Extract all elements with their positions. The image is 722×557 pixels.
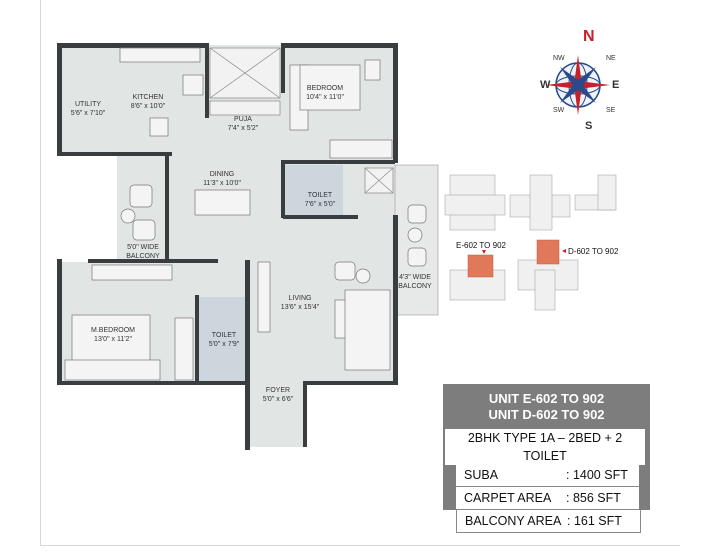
room-utility: UTILITY 5'6" x 7'10" [71, 100, 106, 118]
room-size: 7'6" x 5'0" [304, 201, 336, 208]
area-value: : 1400 SFT [566, 468, 628, 482]
room-living: LIVING 13'6" x 15'4" [281, 294, 319, 312]
room-size: 5'6" x 7'10" [70, 110, 106, 117]
page-border [40, 545, 680, 546]
room-dining: DINING 11'3" x 10'0" [203, 170, 241, 188]
room-puja: PUJA 7'4" x 5'2" [228, 115, 259, 133]
unit-type: 2BHK TYPE 1A – 2BED + 2 TOILET [445, 429, 645, 465]
room-kitchen: KITCHEN 8'6" x 10'0" [131, 93, 166, 111]
area-label: SUBA [464, 468, 499, 482]
room-foyer: FOYER 5'0" x 6'6" [263, 386, 294, 404]
area-value: : 161 SFT [567, 514, 622, 528]
utility-cutout [57, 155, 117, 262]
toilet-floor [285, 165, 343, 217]
page-border [40, 0, 41, 545]
room-name: DINING [209, 171, 235, 178]
room-name: FOYER [265, 387, 291, 394]
room-size: 5'0" x 7'9" [208, 341, 240, 348]
room-name: LIVING [288, 295, 312, 302]
room-name: 5'0" WIDE [127, 244, 159, 251]
room-size: 13'6" x 15'4" [280, 304, 320, 311]
room-name: KITCHEN [132, 94, 164, 101]
room-toilet: TOILET 7'6" x 5'0" [305, 191, 336, 209]
room-size: BALCONY [126, 253, 160, 260]
room-balcony: 4'3" WIDE BALCONY [398, 273, 431, 291]
room-name: TOILET [307, 192, 333, 199]
compass-nw: NW [553, 55, 565, 62]
room-name: UTILITY [74, 101, 102, 108]
area-label: CARPET AREA [464, 491, 552, 505]
room-toilet: TOILET 5'0" x 7'9" [209, 331, 240, 349]
area-row-balcony: BALCONY AREA : 161 SFT [456, 510, 641, 533]
compass-west: W [540, 79, 551, 91]
room-size: 10'4" x 11'0" [306, 94, 344, 101]
toilet-floor [198, 297, 246, 381]
unit-e-title: UNIT E-602 TO 902 [488, 391, 605, 406]
area-value: : 856 SFT [566, 491, 621, 505]
area-row-carpet: CARPET AREA : 856 SFT [456, 487, 639, 510]
room-name: 4'3" WIDE [399, 274, 431, 281]
room-size: 11'3" x 10'0" [203, 180, 241, 187]
key-plan-label-d: D-602 TO 902 [568, 247, 619, 256]
room-name: PUJA [234, 116, 252, 123]
room-name: TOILET [211, 332, 237, 339]
room-name: BEDROOM [306, 85, 344, 92]
walls [57, 43, 398, 450]
unit-info-panel: UNIT E-602 TO 902 UNIT D-602 TO 902 2BHK… [443, 384, 650, 533]
compass-ne: NE [606, 55, 616, 62]
area-label: BALCONY AREA [465, 514, 562, 528]
room-size: 5'0" x 6'6" [262, 396, 294, 403]
area-row-suba: SUBA : 1400 SFT [456, 464, 639, 487]
unit-d-title: UNIT D-602 TO 902 [488, 407, 605, 422]
room-size: 7'4" x 5'2" [227, 125, 259, 132]
room-size: 8'6" x 10'0" [130, 103, 166, 110]
key-plan [444, 174, 617, 311]
compass-north: N [583, 28, 595, 45]
compass-sw: SW [553, 107, 565, 114]
room-size: 13'0" x 11'2" [94, 336, 132, 343]
compass-south: S [585, 120, 593, 132]
furniture [64, 47, 427, 381]
room-name: M.BEDROOM [91, 327, 135, 334]
compass-se: SE [606, 107, 616, 114]
compass [546, 55, 610, 115]
key-plan-label-e: E-602 TO 902 [456, 241, 506, 250]
compass-east: E [612, 79, 620, 91]
room-size: BALCONY [398, 283, 432, 290]
room-balcony: 5'0" WIDE BALCONY [126, 243, 159, 261]
room-master-bedroom: M.BEDROOM 13'0" x 11'2" [91, 326, 135, 344]
room-bedroom: BEDROOM 10'4" x 11'0" [306, 84, 344, 102]
shaft [209, 47, 394, 194]
